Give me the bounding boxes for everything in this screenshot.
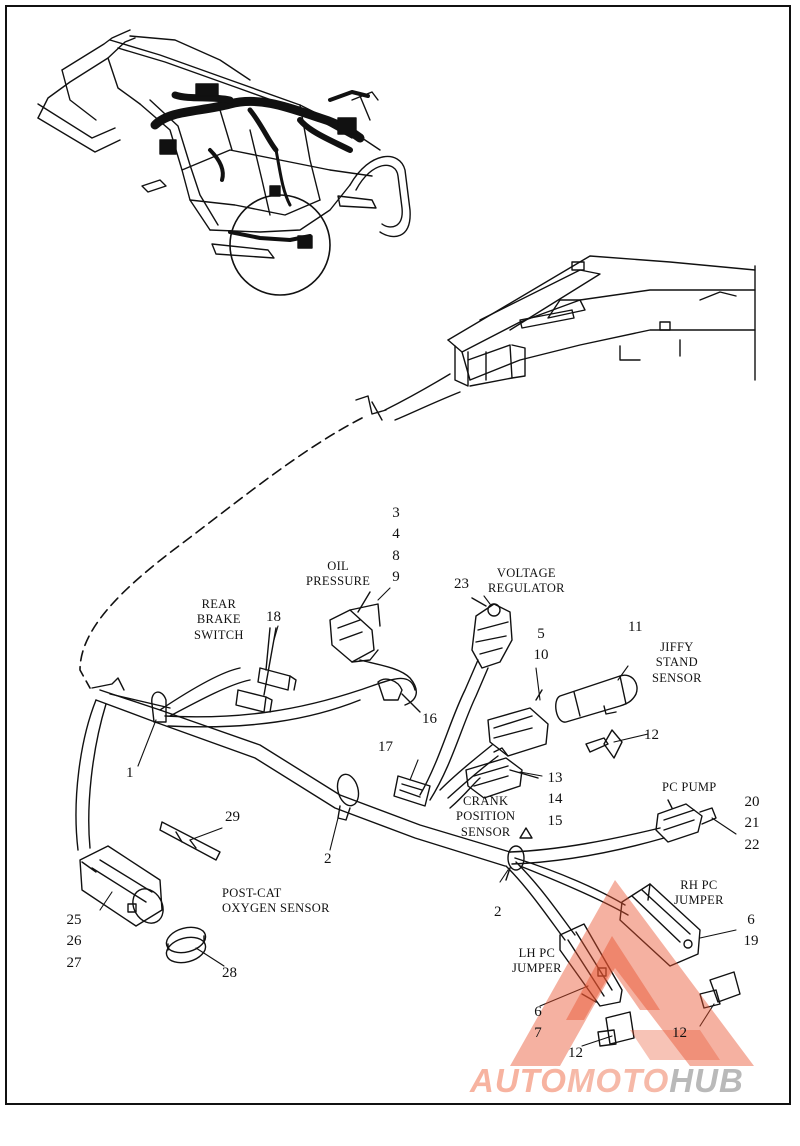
- main-harness: [75, 659, 665, 941]
- post-cat-oxygen-sensor-connector: [79, 845, 164, 927]
- ref-12-bottom: 12: [568, 1045, 583, 1061]
- oil-pressure-refs: 3 4 8 9: [392, 505, 400, 585]
- voltage-regulator-connector: [471, 597, 513, 669]
- post-cat-oxygen-sensor-label: POST-CAT OXYGEN SENSOR: [222, 886, 330, 916]
- diagram-frame: [5, 5, 791, 1105]
- jiffy-stand-sensor-label: JIFFY STAND SENSOR: [652, 640, 702, 685]
- voltage-regulator-ref: 23: [454, 576, 469, 592]
- pc-pump-connector: [655, 799, 717, 843]
- leader-lines: [99, 587, 737, 1047]
- regulator-jumper-connector: [487, 689, 549, 757]
- ref-16: 16: [422, 711, 437, 727]
- ref-12-right: 12: [672, 1025, 687, 1041]
- rh-pc-jumper-label: RH PC JUMPER: [674, 878, 724, 908]
- rear-brake-switch-connectors: [235, 627, 297, 713]
- oil-pressure-label: OIL PRESSURE: [306, 559, 371, 589]
- lh-pc-refs: 6 7: [534, 1004, 542, 1042]
- retaining-clips: [597, 971, 741, 1047]
- ref-2-lower: 2: [494, 904, 502, 920]
- pc-pump-label: PC PUMP: [662, 780, 717, 794]
- watermark-text: AUTOMOTOHUB: [470, 1062, 744, 1099]
- oil-pressure-connector: [329, 591, 421, 713]
- rear-brake-switch-ref: 18: [266, 609, 281, 625]
- watermark-logo: [510, 880, 754, 1066]
- pc-pump-refs: 20 21 22: [744, 794, 760, 853]
- lh-pc-jumper-connector: [559, 923, 623, 1007]
- crank-refs: 13 14 15: [547, 770, 563, 829]
- ref-28: 28: [222, 965, 237, 981]
- ref-1: 1: [126, 765, 134, 781]
- ref-12-jiffy: 12: [644, 727, 659, 743]
- frame-crossmember: [355, 255, 756, 421]
- ref-29: 29: [225, 809, 240, 825]
- harness-route-dashed: [79, 417, 363, 689]
- ref-17: 17: [378, 739, 393, 755]
- rear-brake-switch-label: REAR BRAKE SWITCH: [194, 597, 244, 642]
- lh-pc-jumper-label: LH PC JUMPER: [512, 946, 562, 976]
- jiffy-stand-ref: 11: [628, 619, 643, 635]
- regulator-conn-refs: 5 10: [533, 626, 549, 664]
- connector-seal: [165, 926, 207, 964]
- voltage-regulator-label: VOLTAGE REGULATOR: [488, 566, 565, 596]
- rh-pc-jumper-connector: [619, 883, 701, 967]
- rh-pc-refs: 6 19: [743, 912, 759, 950]
- post-cat-refs: 25 26 27: [66, 912, 82, 971]
- crank-position-sensor-connector: [465, 757, 539, 839]
- motorcycle-frame-thumbnail: [37, 29, 411, 296]
- crank-position-sensor-label: CRANK POSITION SENSOR: [456, 794, 516, 839]
- secondary-lock: [159, 821, 221, 861]
- ref-2-upper: 2: [324, 851, 332, 867]
- jiffy-stand-sensor: [555, 674, 638, 759]
